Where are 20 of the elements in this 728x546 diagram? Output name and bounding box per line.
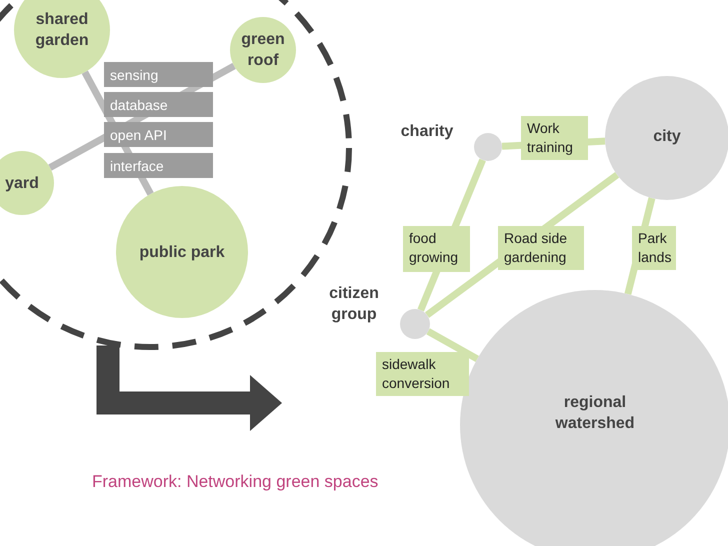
- connector-line: [426, 328, 479, 362]
- node-label: citizen group: [328, 284, 380, 325]
- node-label: shared garden: [34, 10, 90, 51]
- node-label: green roof: [240, 30, 286, 71]
- edge-label: food growing: [403, 226, 470, 272]
- node-label: yard: [5, 174, 39, 194]
- node-label: city: [653, 126, 681, 146]
- node-label: charity: [400, 122, 454, 142]
- node-label: public park: [139, 242, 225, 262]
- edge-label: sidewalk conversion: [376, 352, 469, 396]
- edge-label: Park lands: [632, 226, 676, 270]
- tag-label: sensing: [104, 62, 213, 87]
- node-label: regional watershed: [554, 393, 636, 434]
- caption: Framework: Networking green spaces: [92, 472, 378, 492]
- tag-label: open API: [104, 122, 213, 147]
- edge-label: Work training: [521, 116, 588, 160]
- tag-label: database: [104, 92, 213, 117]
- tag-label: interface: [104, 153, 213, 178]
- edge-label: Road side gardening: [498, 226, 584, 270]
- node-circle: [0, 151, 54, 215]
